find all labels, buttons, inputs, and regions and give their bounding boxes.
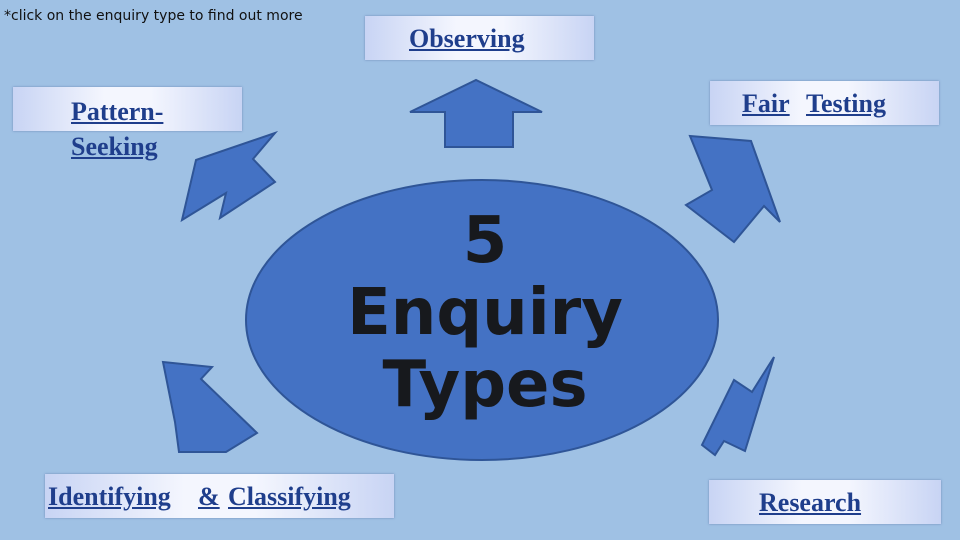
center-ellipse <box>245 179 719 461</box>
center-title-line2: Enquiry <box>347 276 623 350</box>
testing-link[interactable]: Testing <box>806 89 886 118</box>
pattern-seeking-box <box>13 87 242 131</box>
center-title-number: 5 <box>462 204 508 278</box>
classifying-link[interactable]: Classifying <box>228 482 351 511</box>
fair-link[interactable]: Fair <box>742 89 790 118</box>
instruction-note: *click on the enquiry type to find out m… <box>4 8 303 24</box>
up-arrow-icon[interactable] <box>409 78 543 148</box>
center-title: 5 Enquiry Types <box>330 205 640 421</box>
fair-testing-box <box>710 81 939 125</box>
up-left-arrow-icon[interactable] <box>180 130 279 223</box>
center-title-line3: Types <box>382 348 588 422</box>
observing-link[interactable]: Observing <box>409 24 525 53</box>
down-left-arrow-icon[interactable] <box>161 360 259 453</box>
down-right-arrow-icon[interactable] <box>700 356 775 457</box>
research-link[interactable]: Research <box>759 488 862 517</box>
pattern-seeking-link-line2[interactable]: Seeking <box>71 132 158 161</box>
pattern-seeking-link-line1[interactable]: Pattern- <box>71 97 164 126</box>
identifying-classifying-box <box>45 474 394 518</box>
identifying-link[interactable]: Identifying <box>48 482 171 511</box>
observing-box <box>365 16 594 60</box>
up-right-arrow-icon[interactable] <box>684 134 781 244</box>
research-box <box>709 480 941 524</box>
ampersand-link[interactable]: & <box>198 482 220 511</box>
